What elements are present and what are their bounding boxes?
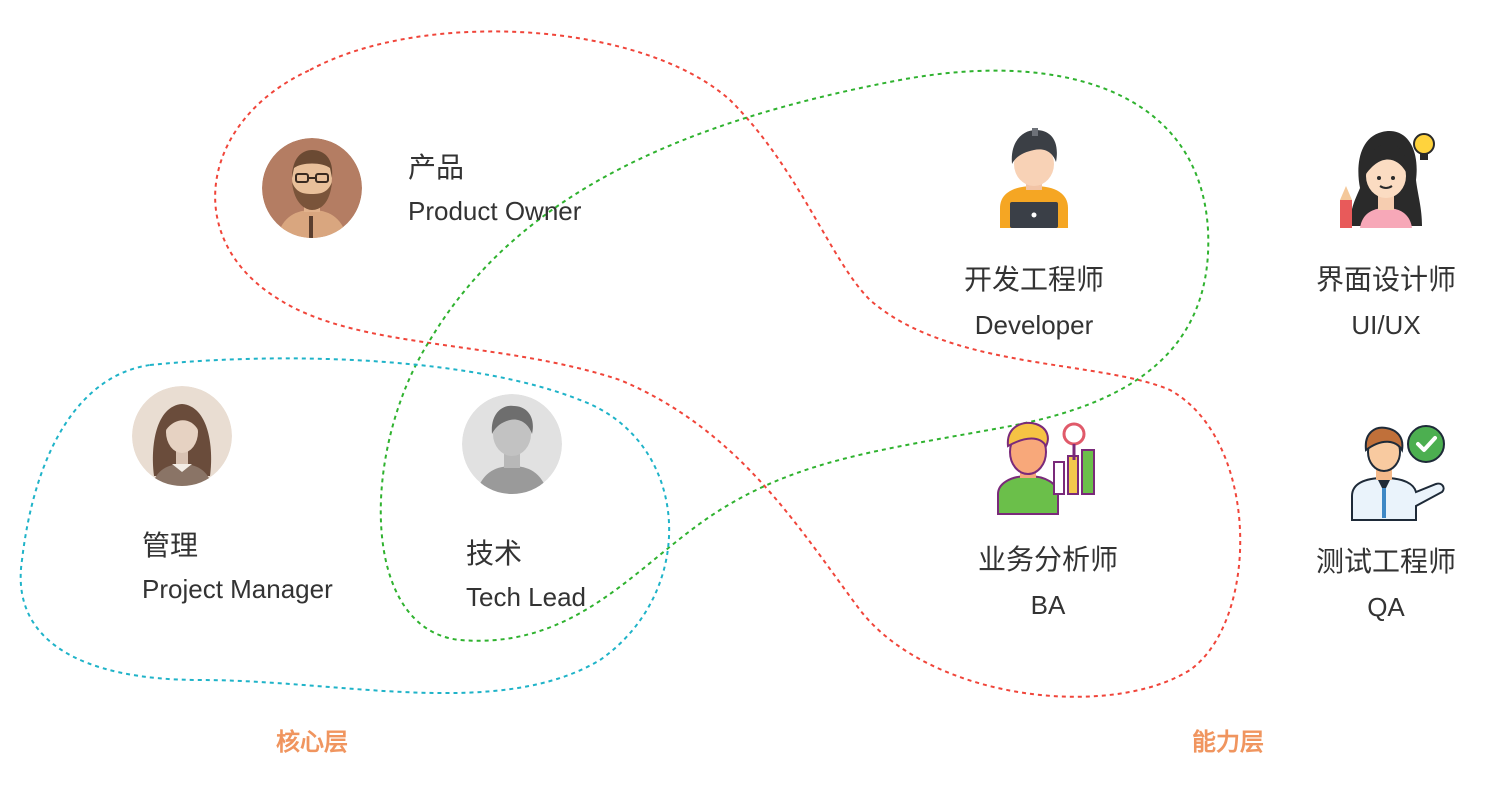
analyst-zh-label: 业务分析师 bbox=[977, 543, 1118, 576]
tech-en-label: Tech Lead bbox=[466, 582, 586, 612]
tester-zh-label: 测试工程师 bbox=[1315, 545, 1456, 578]
developer-zh-label: 开发工程师 bbox=[963, 263, 1104, 296]
red-loop bbox=[214, 30, 1242, 698]
project-manager-avatar-icon bbox=[132, 386, 232, 486]
tester-icon bbox=[1351, 425, 1445, 521]
product-zh-label: 产品 bbox=[408, 151, 465, 184]
analyst-en-label: BA bbox=[1030, 590, 1066, 620]
core-layer-label: 核心层 bbox=[276, 728, 348, 756]
designer-en-label: UI/UX bbox=[1351, 310, 1421, 340]
capability-layer-label: 能力层 bbox=[1192, 728, 1264, 756]
product-en-label: Product Owner bbox=[408, 196, 582, 226]
tester-en-label: QA bbox=[1367, 592, 1405, 622]
manager-en-label: Project Manager bbox=[142, 574, 333, 604]
tech-zh-label: 技术 bbox=[466, 537, 523, 570]
analyst-icon bbox=[997, 421, 1095, 515]
developer-en-label: Developer bbox=[974, 310, 1094, 340]
developer-icon bbox=[1000, 128, 1068, 228]
tech-lead-avatar-icon bbox=[462, 394, 562, 494]
product-owner-avatar-icon bbox=[262, 138, 362, 238]
green-loop bbox=[379, 69, 1210, 642]
designer-zh-label: 界面设计师 bbox=[1315, 263, 1456, 296]
designer-icon bbox=[1340, 131, 1435, 228]
manager-zh-label: 管理 bbox=[142, 529, 199, 562]
cyan-loop bbox=[19, 357, 671, 695]
